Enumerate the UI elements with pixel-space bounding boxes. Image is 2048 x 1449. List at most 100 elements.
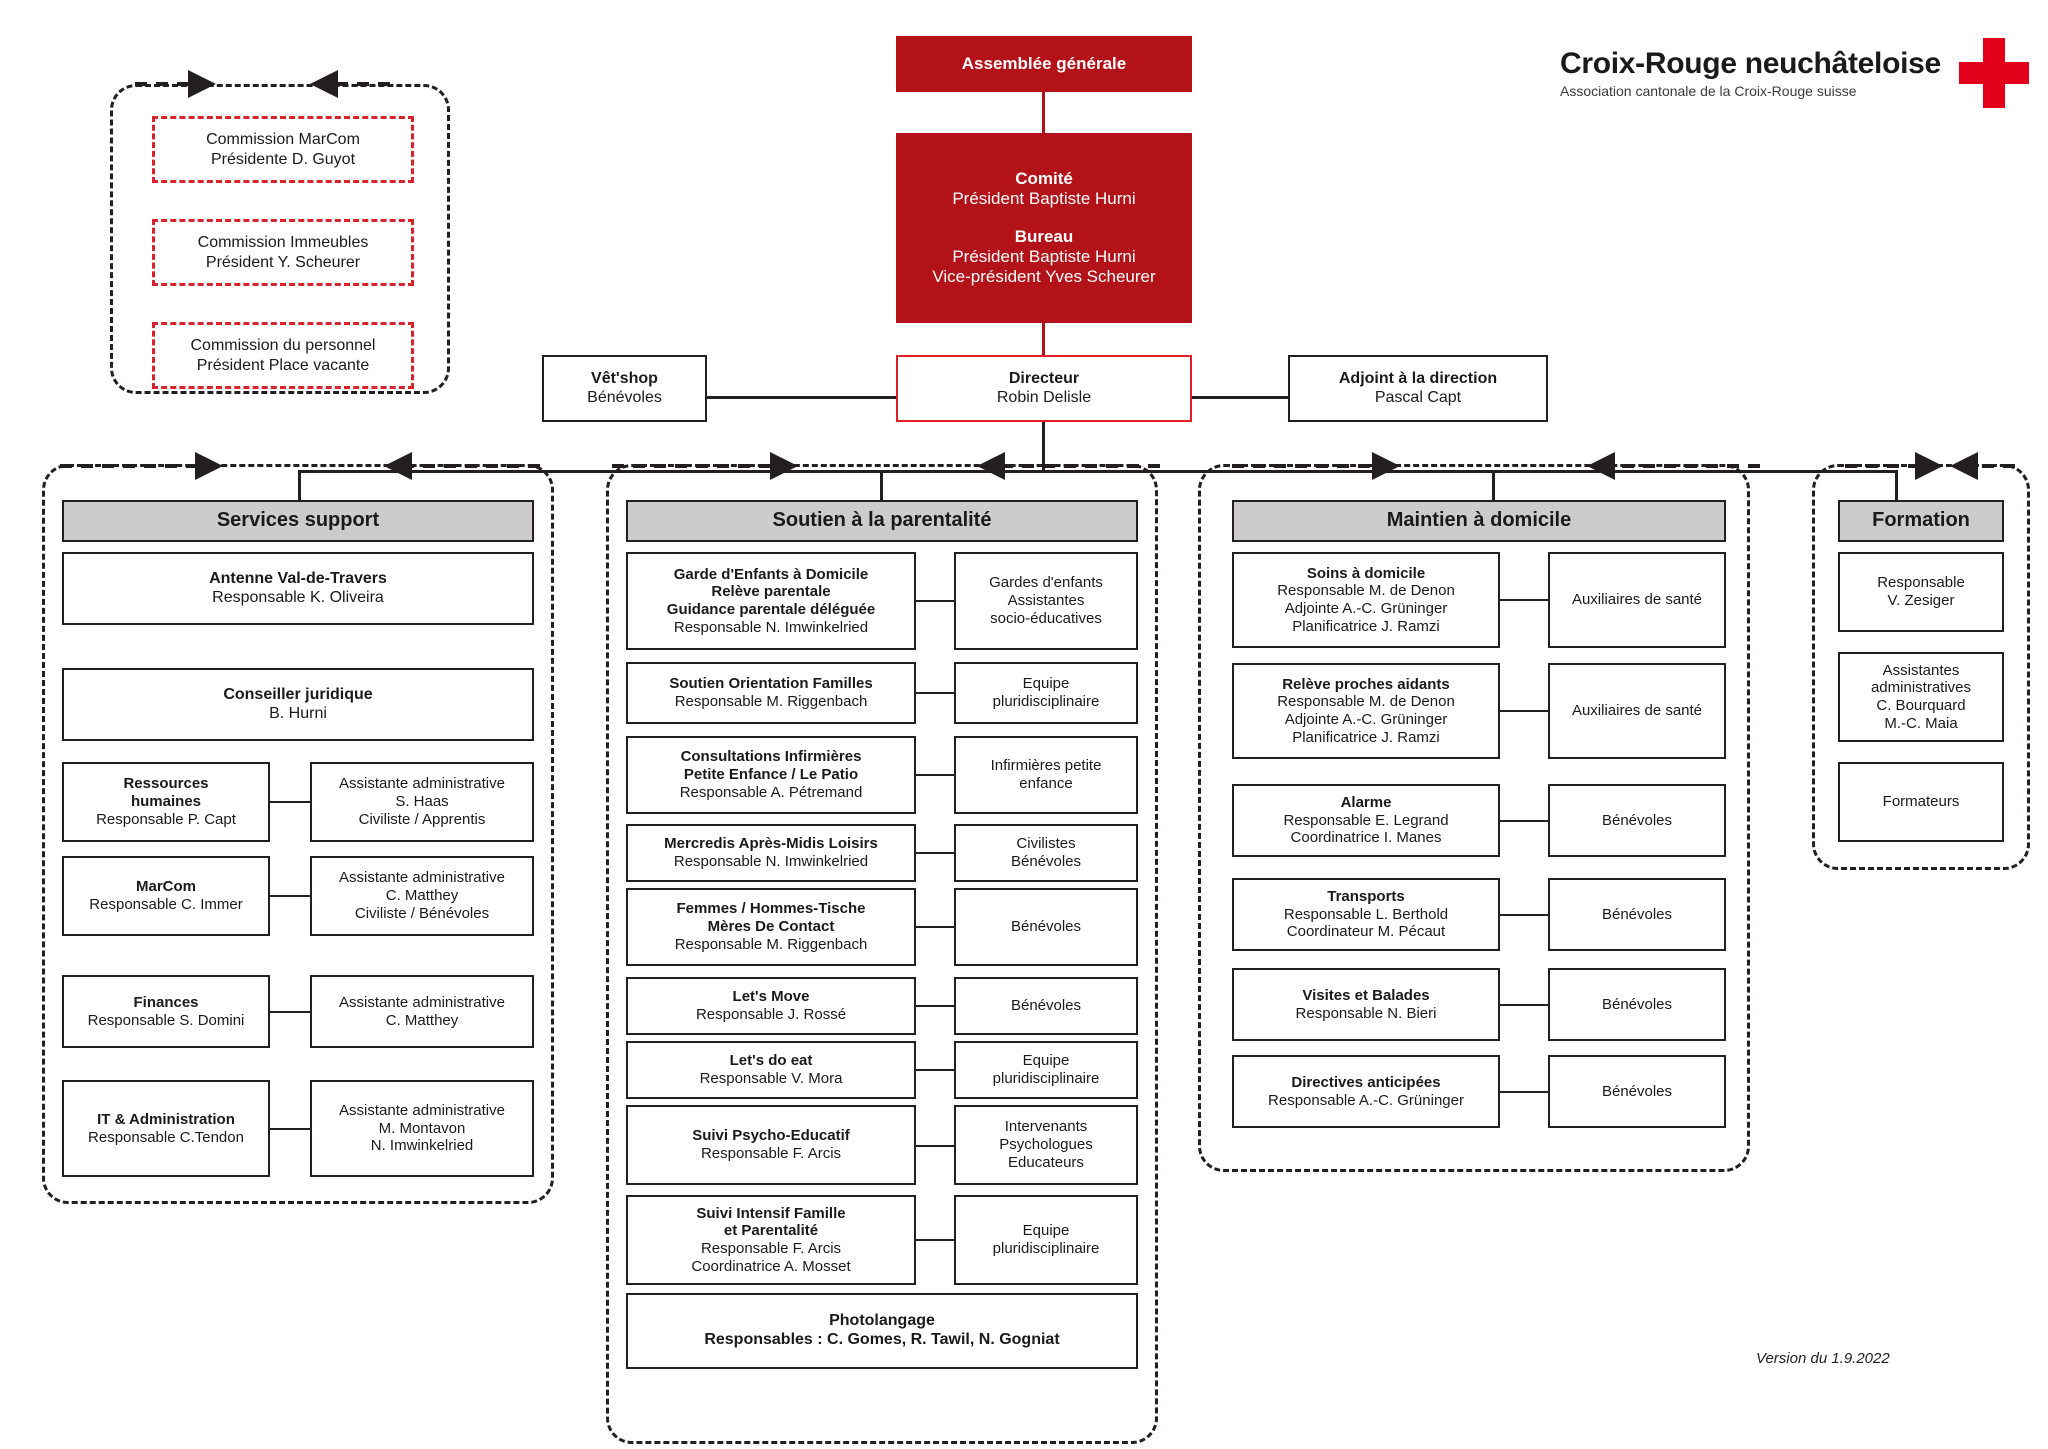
box-title: Antenne Val-de-Travers <box>209 569 387 587</box>
box-title: humaines <box>130 793 202 811</box>
box-title: Let's do eat <box>729 1052 813 1070</box>
box-line: Civilistes <box>1016 835 1076 853</box>
staff-box: Assistante administrative C. Matthey Civ… <box>310 856 534 936</box>
box-line: M.-C. Maia <box>1884 714 1958 732</box>
bureau-vice-president: Vice-président Yves Scheurer <box>932 267 1156 287</box>
staff-box: Civilistes Bénévoles <box>954 824 1138 882</box>
soutien-parentalite-group <box>606 464 1158 1444</box>
pair-connector <box>270 895 310 897</box>
formation-item-box: Responsable V. Zesiger <box>1838 552 2004 632</box>
box-line: Responsable N. Imwinkelried <box>673 618 869 636</box>
unit-box: Directives anticipées Responsable A.-C. … <box>1232 1055 1500 1128</box>
box-line: Planificatrice J. Ramzi <box>1292 728 1440 746</box>
commission-president: Président Place vacante <box>196 356 370 374</box>
pair-connector <box>270 801 310 803</box>
box-line: Psychologues <box>999 1136 1093 1154</box>
logo-subtitle: Association cantonale de la Croix-Rouge … <box>1560 83 1857 99</box>
connector-assemblee-comite <box>1042 92 1045 134</box>
box-line: Civiliste / Bénévoles <box>354 904 490 922</box>
box-line: pluridisciplinaire <box>992 1070 1100 1087</box>
maintien-domicile-header: Maintien à domicile <box>1232 500 1726 542</box>
staff-box: Assistante administrative M. Montavon N.… <box>310 1080 534 1177</box>
box-line: Assistante administrative <box>339 1101 505 1119</box>
staff-box: Assistante administrative S. Haas Civili… <box>310 762 534 842</box>
staff-box: Infirmières petite enfance <box>954 736 1138 814</box>
box-line: Assistante administrative <box>339 775 505 793</box>
staff-box: Equipe pluridisciplinaire <box>954 1041 1138 1099</box>
box-line: Bénévoles <box>1601 1082 1673 1100</box>
pair-connector <box>916 600 954 602</box>
box-line: Gardes d'enfants <box>989 574 1103 592</box>
commissions-group <box>110 84 450 394</box>
box-title: et Parentalité <box>723 1222 819 1240</box>
services-support-group <box>42 464 554 1204</box>
box-title: Relève proches aidants <box>1282 675 1450 693</box>
box-title: Transports <box>1327 887 1405 905</box>
staff-box: Assistante administrative C. Matthey <box>310 975 534 1048</box>
formation-item-box: Formateurs <box>1838 762 2004 842</box>
comite-title: Comité <box>1015 168 1073 188</box>
group-header-label: Soutien à la parentalité <box>772 509 992 532</box>
assemblee-title: Assemblée générale <box>961 53 1127 73</box>
bureau-president: Président Baptiste Hurni <box>952 247 1136 267</box>
box-title: Finances <box>133 993 199 1011</box>
staff-box: Auxiliaires de santé <box>1548 663 1726 759</box>
box-line: socio-éducatives <box>990 609 1102 627</box>
box-line: Infirmières petite <box>990 757 1102 775</box>
staff-box: Equipe pluridisciplinaire <box>954 1195 1138 1285</box>
commission-title: Commission MarCom <box>206 131 360 149</box>
box-line: Civiliste / Apprentis <box>358 810 486 828</box>
box-title: Suivi Psycho-Educatif <box>692 1127 850 1145</box>
box-line: Coordinatrice I. Manes <box>1290 829 1442 847</box>
unit-box: Visites et Balades Responsable N. Bieri <box>1232 968 1500 1041</box>
brand-logo: Croix-Rouge neuchâteloise Association ca… <box>1560 38 2029 108</box>
adjoint-direction-box: Adjoint à la direction Pascal Capt <box>1288 355 1548 422</box>
bus-horizontal <box>298 470 1898 473</box>
box-line: Responsable N. Bieri <box>1295 1004 1437 1022</box>
staff-box: Intervenants Psychologues Educateurs <box>954 1105 1138 1185</box>
group-header-label: Maintien à domicile <box>1386 509 1572 532</box>
box-title: Garde d'Enfants à Domicile <box>673 565 869 583</box>
box-title: Consultations Infirmières <box>680 748 862 766</box>
box-line: Responsable N. Imwinkelried <box>673 853 869 870</box>
logo-title: Croix-Rouge neuchâteloise <box>1560 47 1941 80</box>
box-line: Responsable C. Immer <box>89 896 243 913</box>
formation-item-box: Assistantes administratives C. Bourquard… <box>1838 652 2004 742</box>
staff-box: Bénévoles <box>1548 1055 1726 1128</box>
box-title: IT & Administration <box>97 1110 235 1128</box>
connector-directeur-bus <box>1042 422 1045 472</box>
box-line: pluridisciplinaire <box>992 1240 1100 1257</box>
commission-card: Commission Immeubles Président Y. Scheur… <box>152 219 414 286</box>
box-line: Equipe <box>1022 1052 1070 1070</box>
box-line: Bénévoles <box>1601 811 1673 829</box>
box-line: Assistantes <box>1882 661 1960 679</box>
unit-box: Femmes / Hommes-Tische Mères De Contact … <box>626 888 916 966</box>
box-title: Visites et Balades <box>1302 986 1430 1004</box>
unit-box: Garde d'Enfants à Domicile Relève parent… <box>626 552 916 650</box>
box-line: Auxiliaires de santé <box>1571 591 1703 609</box>
pair-connector <box>1500 1004 1548 1006</box>
box-line: pluridisciplinaire <box>992 693 1100 710</box>
box-line: Responsable F. Arcis <box>700 1145 842 1162</box>
box-line: administratives <box>1870 679 1972 697</box>
box-line: C. Matthey <box>385 887 459 905</box>
box-title: Conseiller juridique <box>223 685 373 703</box>
unit-box: Mercredis Après-Midis Loisirs Responsabl… <box>626 824 916 882</box>
adjoint-name: Pascal Capt <box>1374 388 1462 406</box>
red-cross-icon <box>1958 38 2029 108</box>
box-title: Relève parentale <box>711 583 831 601</box>
staff-box: Bénévoles <box>1548 878 1726 951</box>
commission-card: Commission MarCom Présidente D. Guyot <box>152 116 414 183</box>
commission-president: Présidente D. Guyot <box>210 150 356 168</box>
box-title: Petite Enfance / Le Patio <box>683 766 859 784</box>
unit-box: Let's do eat Responsable V. Mora <box>626 1041 916 1099</box>
pair-connector <box>1500 1091 1548 1093</box>
pair-connector <box>916 1239 954 1241</box>
box-line: Responsable M. Riggenbach <box>674 935 868 953</box>
bureau-title: Bureau <box>1014 226 1074 246</box>
pair-connector <box>916 774 954 776</box>
box-line: Responsable P. Capt <box>96 810 236 828</box>
version-label: Version du 1.9.2022 <box>1756 1350 1890 1367</box>
unit-box: Suivi Intensif Famille et Parentalité Re… <box>626 1195 916 1285</box>
unit-box: Consultations Infirmières Petite Enfance… <box>626 736 916 814</box>
